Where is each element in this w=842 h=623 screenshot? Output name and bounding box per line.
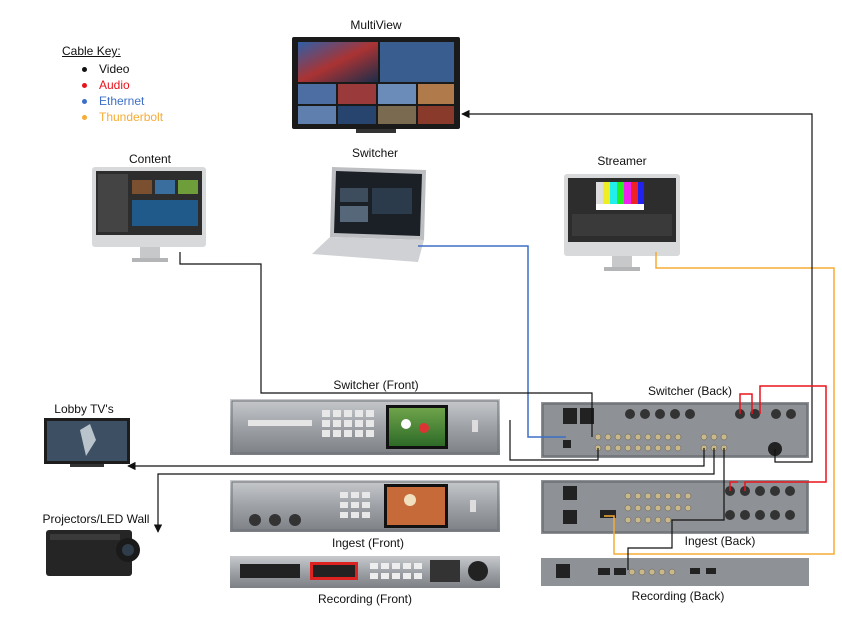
audio-cable-switcher-to-ingest — [744, 385, 827, 491]
ingest-front-label: Ingest (Front) — [331, 536, 405, 550]
audio-cable-ingest-loop — [729, 481, 738, 491]
recording-front-label: Recording (Front) — [317, 592, 413, 606]
switcher-front-label: Switcher (Front) — [333, 378, 419, 392]
audio-cable-switcher-loop — [739, 393, 753, 414]
switcher-laptop-label: Switcher — [351, 146, 399, 160]
multiview-monitor — [292, 37, 460, 133]
ethernet-cable-laptop-to-switcher — [418, 245, 566, 438]
thunderbolt-dot-icon — [82, 114, 87, 120]
ingest-back-label: Ingest (Back) — [684, 534, 756, 548]
projector — [46, 530, 140, 576]
cable-key-video: Video — [82, 61, 163, 77]
video-cable-content-to-switcher — [179, 252, 593, 437]
ethernet-dot-icon — [82, 98, 87, 104]
audio-dot-icon — [82, 82, 87, 88]
streamer-computer — [564, 174, 680, 271]
cable-key-audio: Audio — [82, 77, 163, 93]
streamer-label: Streamer — [597, 154, 647, 168]
cable-key-ethernet: Ethernet — [82, 93, 163, 109]
video-dot-icon — [82, 66, 87, 72]
switcher-back-label: Switcher (Back) — [647, 384, 733, 398]
recording-back — [541, 558, 809, 586]
ingest-back — [541, 480, 809, 534]
recording-back-label: Recording (Back) — [631, 589, 725, 603]
ingest-front — [230, 480, 500, 532]
video-cable-switcher-to-projector — [153, 448, 715, 533]
video-cable-switcher-to-lobby-tv — [127, 448, 705, 471]
lobby-tv — [44, 418, 130, 467]
cable-key-title: Cable Key: — [62, 44, 121, 58]
switcher-laptop — [312, 167, 426, 262]
switcher-front — [230, 399, 500, 455]
cable-key-thunderbolt: Thunderbolt — [82, 109, 163, 125]
lobby-tvs-label: Lobby TV's — [54, 402, 114, 416]
multiview-label: MultiView — [350, 18, 402, 32]
recording-front — [230, 556, 500, 588]
thunderbolt-cable-streamer — [604, 252, 835, 555]
cable-key: Cable Key: Video Audio Ethernet Thunderb… — [62, 44, 163, 125]
video-cable-switcher-to-ingest — [627, 448, 725, 570]
video-cable-switcher-to-multiview — [461, 109, 813, 463]
video-cable-switcher-loop — [509, 420, 599, 461]
content-label: Content — [128, 152, 172, 166]
content-computer — [92, 167, 206, 262]
switcher-back — [541, 402, 809, 458]
projectors-label: Projectors/LED Wall — [42, 512, 150, 526]
